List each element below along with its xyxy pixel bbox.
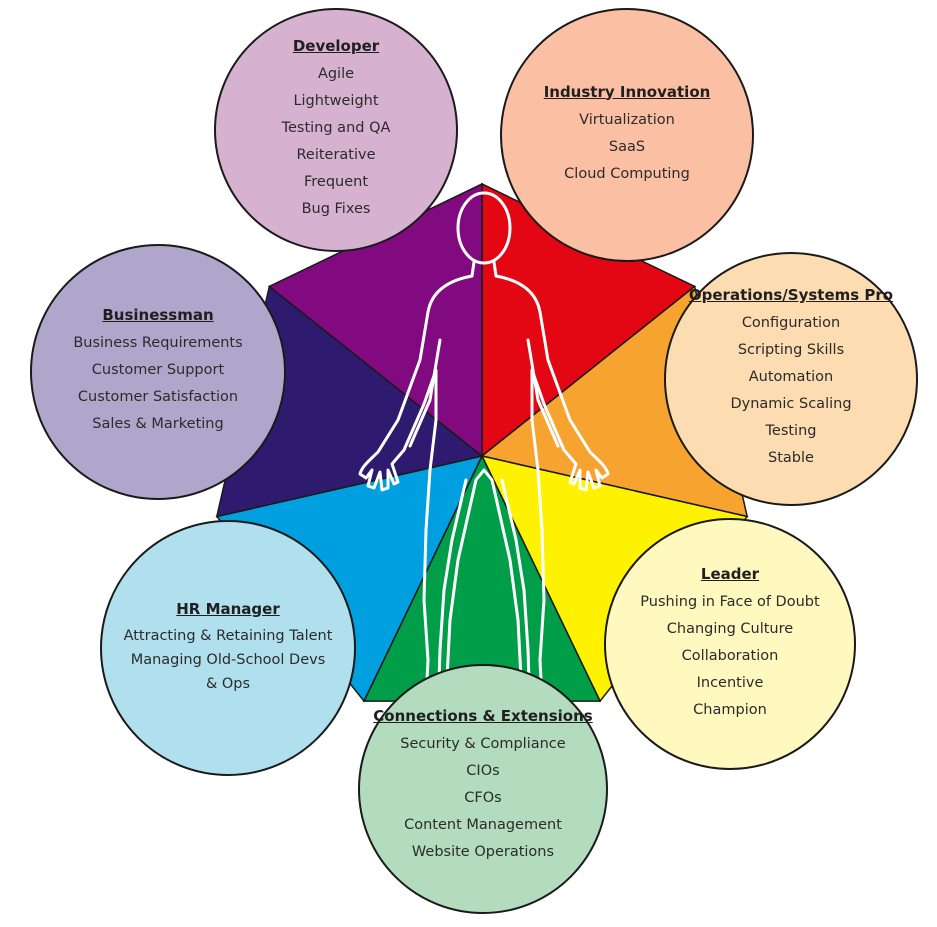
hr-manager-title: HR Manager xyxy=(176,600,280,618)
operations-item: Automation xyxy=(748,369,834,385)
developer-item: Agile xyxy=(317,66,355,82)
leader-item: Pushing in Face of Doubt xyxy=(640,593,820,610)
businessman-title: Businessman xyxy=(102,306,214,324)
figure-arm-inner-left xyxy=(408,338,442,448)
figure-arm-inner-right xyxy=(526,338,560,448)
leader-item: Collaboration xyxy=(681,647,779,664)
connections-item: Security & Compliance xyxy=(400,735,566,752)
leader-item: Changing Culture xyxy=(666,620,794,637)
businessman-item: Customer Support xyxy=(91,362,225,378)
leader-item: Champion xyxy=(693,701,767,718)
operations-item: Configuration xyxy=(741,315,841,331)
developer-item: Reiterative xyxy=(296,147,376,163)
hr-manager-item: & Ops xyxy=(205,676,251,692)
connections-item: CIOs xyxy=(466,762,500,779)
connections-item: Website Operations xyxy=(411,843,555,860)
operations-item: Dynamic Scaling xyxy=(730,396,852,412)
businessman-item: Sales & Marketing xyxy=(92,416,224,432)
figure-leg-inner-right xyxy=(500,478,532,714)
businessman-item: Business Requirements xyxy=(73,335,243,351)
connections-extensions-bubble: Connections & Extensions Security & Comp… xyxy=(358,664,608,914)
figure-body xyxy=(358,260,610,716)
developer-item: Lightweight xyxy=(293,93,379,109)
developer-item: Bug Fixes xyxy=(301,201,371,217)
developer-item: Frequent xyxy=(303,174,369,190)
industry-innovation-item: Virtualization xyxy=(579,111,675,128)
connections-extensions-title: Connections & Extensions xyxy=(373,706,593,725)
operations-item: Testing xyxy=(765,423,817,439)
developer-item: Testing and QA xyxy=(281,120,391,136)
industry-innovation-title: Industry Innovation xyxy=(543,82,711,101)
operations-item: Scripting Skills xyxy=(737,342,845,358)
connections-item: Content Management xyxy=(404,816,562,833)
industry-innovation-item: SaaS xyxy=(608,138,646,155)
industry-innovation-item: Cloud Computing xyxy=(564,165,690,182)
hr-manager-bubble: HR Manager Attracting & Retaining Talent… xyxy=(100,520,356,776)
leader-bubble: Leader Pushing in Face of Doubt Changing… xyxy=(604,518,856,770)
figure-head xyxy=(456,191,512,265)
human-figure-outline xyxy=(358,191,610,716)
leader-title: Leader xyxy=(700,564,760,583)
businessman-bubble: Businessman Business Requirements Custom… xyxy=(30,244,286,500)
businessman-item: Customer Satisfaction xyxy=(77,389,239,405)
connections-item: CFOs xyxy=(464,789,502,806)
operations-systems-pro-title: Operations/Systems Pro xyxy=(688,286,894,304)
developer-bubble: Developer Agile Lightweight Testing and … xyxy=(214,8,458,252)
hr-manager-item: Managing Old-School Devs xyxy=(130,652,326,668)
operations-item: Stable xyxy=(768,450,814,466)
operations-systems-pro-bubble: Operations/Systems Pro Configuration Scr… xyxy=(664,252,918,506)
industry-innovation-bubble: Industry Innovation Virtualization SaaS … xyxy=(500,8,754,262)
developer-title: Developer xyxy=(292,37,380,55)
hr-manager-item: Attracting & Retaining Talent xyxy=(123,628,333,644)
leader-item: Incentive xyxy=(696,674,764,691)
